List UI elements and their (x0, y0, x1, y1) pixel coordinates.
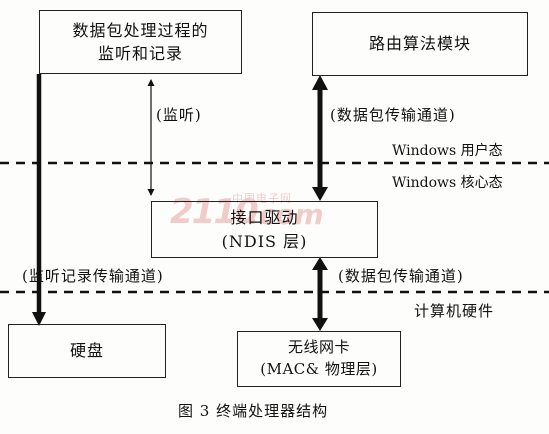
kernel-mode-label: Windows 核心态 (392, 175, 503, 191)
packet-channel-top-label: (数据包传输通道) (330, 106, 456, 124)
wireless-nic-box: 无线网卡 (MAC& 物理层) (237, 331, 401, 387)
disk-box-label: 硬盘 (69, 341, 104, 361)
nic-box-line1: 无线网卡 (287, 338, 350, 357)
driver-box-line1: 接口驱动 (230, 208, 299, 228)
nic-box-line2: (MAC& 物理层) (260, 360, 378, 378)
routing-algorithm-box: 路由算法模块 (312, 12, 528, 76)
listen-label: (监听) (156, 106, 202, 124)
interface-driver-box: 接口驱动 (NDIS 层) (151, 201, 378, 258)
figure-caption: 图 3 终端处理器结构 (178, 402, 329, 420)
capture-logging-box: 数据包处理过程的 监听和记录 (39, 10, 242, 74)
log-channel-label: (监听记录传输通道) (22, 267, 164, 285)
routing-box-label: 路由算法模块 (368, 34, 471, 54)
packet-channel-top-head-up (312, 75, 328, 90)
watermark-digits: 2110 (170, 192, 259, 232)
packet-channel-top-head-down (312, 187, 328, 201)
hard-disk-box: 硬盘 (8, 324, 166, 378)
log-channel-arrowhead (32, 312, 46, 326)
packet-channel-bottom-head-down (312, 318, 328, 331)
packet-channel-bottom-head-up (312, 257, 328, 270)
user-mode-label: Windows 用户态 (392, 143, 503, 159)
capture-box-line1: 数据包处理过程的 (72, 20, 209, 40)
capture-box-line2: 监听和记录 (97, 44, 183, 63)
watermark-domain: .com (248, 198, 324, 231)
driver-box-line2: (NDIS 层) (221, 231, 308, 251)
packet-channel-bottom-label: (数据包传输通道) (338, 267, 464, 285)
hardware-layer-label: 计算机硬件 (414, 302, 495, 320)
